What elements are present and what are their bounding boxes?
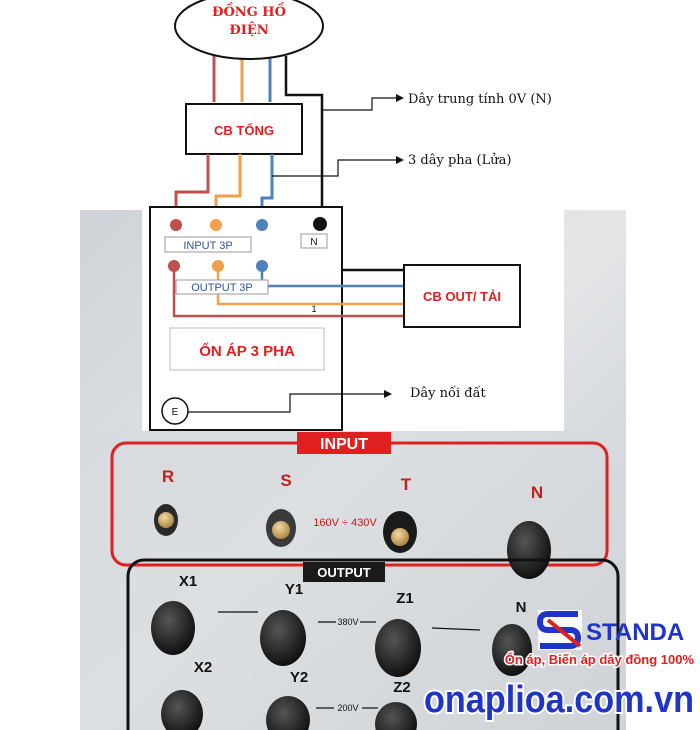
stabilizer-title-box [169, 327, 325, 371]
load-breaker [403, 264, 521, 328]
ground-terminal [161, 397, 189, 425]
terminal-s [266, 509, 296, 547]
ground-note: Dây nối đất [410, 385, 487, 401]
brand-watermark: STANDA Ổn áp, Biến áp dây đồng 100% onap… [422, 610, 696, 723]
terminal-label-y1: Y1 [285, 581, 303, 598]
output-voltage-bottom: 200V [337, 703, 358, 713]
phase-note: 3 dây pha (Lửa) [408, 153, 511, 168]
terminal-label-n-out: N [516, 599, 527, 616]
terminal-n-out [492, 624, 532, 676]
terminal-x1 [151, 601, 195, 655]
terminal-y2 [266, 696, 310, 730]
terminal-label-t: T [401, 475, 412, 494]
output-3p-box [175, 279, 269, 295]
terminal-label-y2: Y2 [290, 669, 308, 686]
neutral-terminal-label: N [310, 237, 317, 248]
terminal-label-x2: X2 [194, 659, 212, 676]
neutral-terminal-box [300, 233, 328, 249]
terminal-label-s: S [280, 471, 291, 490]
input-title: INPUT [320, 436, 368, 453]
output-terminal-blue [256, 260, 268, 272]
terminal-r [154, 504, 178, 536]
output-terminal-red [168, 260, 180, 272]
main-breaker [185, 103, 303, 155]
input-range-label: 160V ÷ 430V [313, 517, 377, 529]
input-terminal-orange [210, 219, 222, 231]
neutral-note: Dây trung tính 0V (N) [408, 92, 552, 107]
main-breaker-label: CB TỔNG [214, 123, 274, 138]
output-title: OUTPUT [317, 565, 371, 580]
input-3p-label: INPUT 3P [183, 240, 232, 252]
brand-slogan: Ổn áp, Biến áp dây đồng 100% [505, 652, 695, 667]
stabilizer-title: ỔN ÁP 3 PHA [199, 342, 295, 360]
input-3p-box [164, 236, 252, 253]
input-terminal-red [170, 219, 182, 231]
terminal-n [507, 521, 551, 579]
wire-marker: 1 [311, 304, 316, 314]
electric-meter [174, 0, 324, 60]
terminal-y1 [260, 610, 306, 666]
load-breaker-label: CB OUT/ TẢI [423, 289, 501, 304]
wire-red-out [172, 272, 404, 318]
wire-red-2 [174, 154, 210, 218]
terminal-label-z1: Z1 [396, 590, 414, 607]
terminal-label-x1: X1 [179, 573, 197, 590]
terminal-t [383, 511, 417, 553]
input-tab [297, 432, 391, 454]
wire-neutral [284, 56, 404, 272]
terminal-label-n: N [531, 483, 543, 502]
input-terminal-neutral [313, 217, 327, 231]
output-terminal-orange [212, 260, 224, 272]
output-frame [126, 558, 620, 730]
meter-line1: ĐỒNG HỒ [212, 2, 286, 20]
terminal-label-r: R [162, 467, 174, 486]
brand-name: STANDA [586, 619, 684, 646]
ground-terminal-label: E [172, 407, 179, 418]
standa-logo-icon [536, 610, 582, 650]
wiring-diagram: ĐỒNG HỒ ĐIỆN Dây trung tính 0V (N) CB TỔ… [149, 0, 552, 431]
input-terminal-blue [256, 219, 268, 231]
meter-line2: ĐIỆN [229, 22, 268, 38]
terminal-x2 [161, 690, 203, 730]
brand-website: onaplioa.com.vn [424, 679, 694, 721]
terminal-label-z2: Z2 [393, 679, 411, 696]
terminal-z1 [375, 619, 421, 677]
output-tab [303, 562, 385, 582]
output-3p-label: OUTPUT 3P [191, 282, 253, 294]
terminal-z2 [375, 702, 417, 730]
output-voltage-top: 380V [337, 617, 358, 627]
